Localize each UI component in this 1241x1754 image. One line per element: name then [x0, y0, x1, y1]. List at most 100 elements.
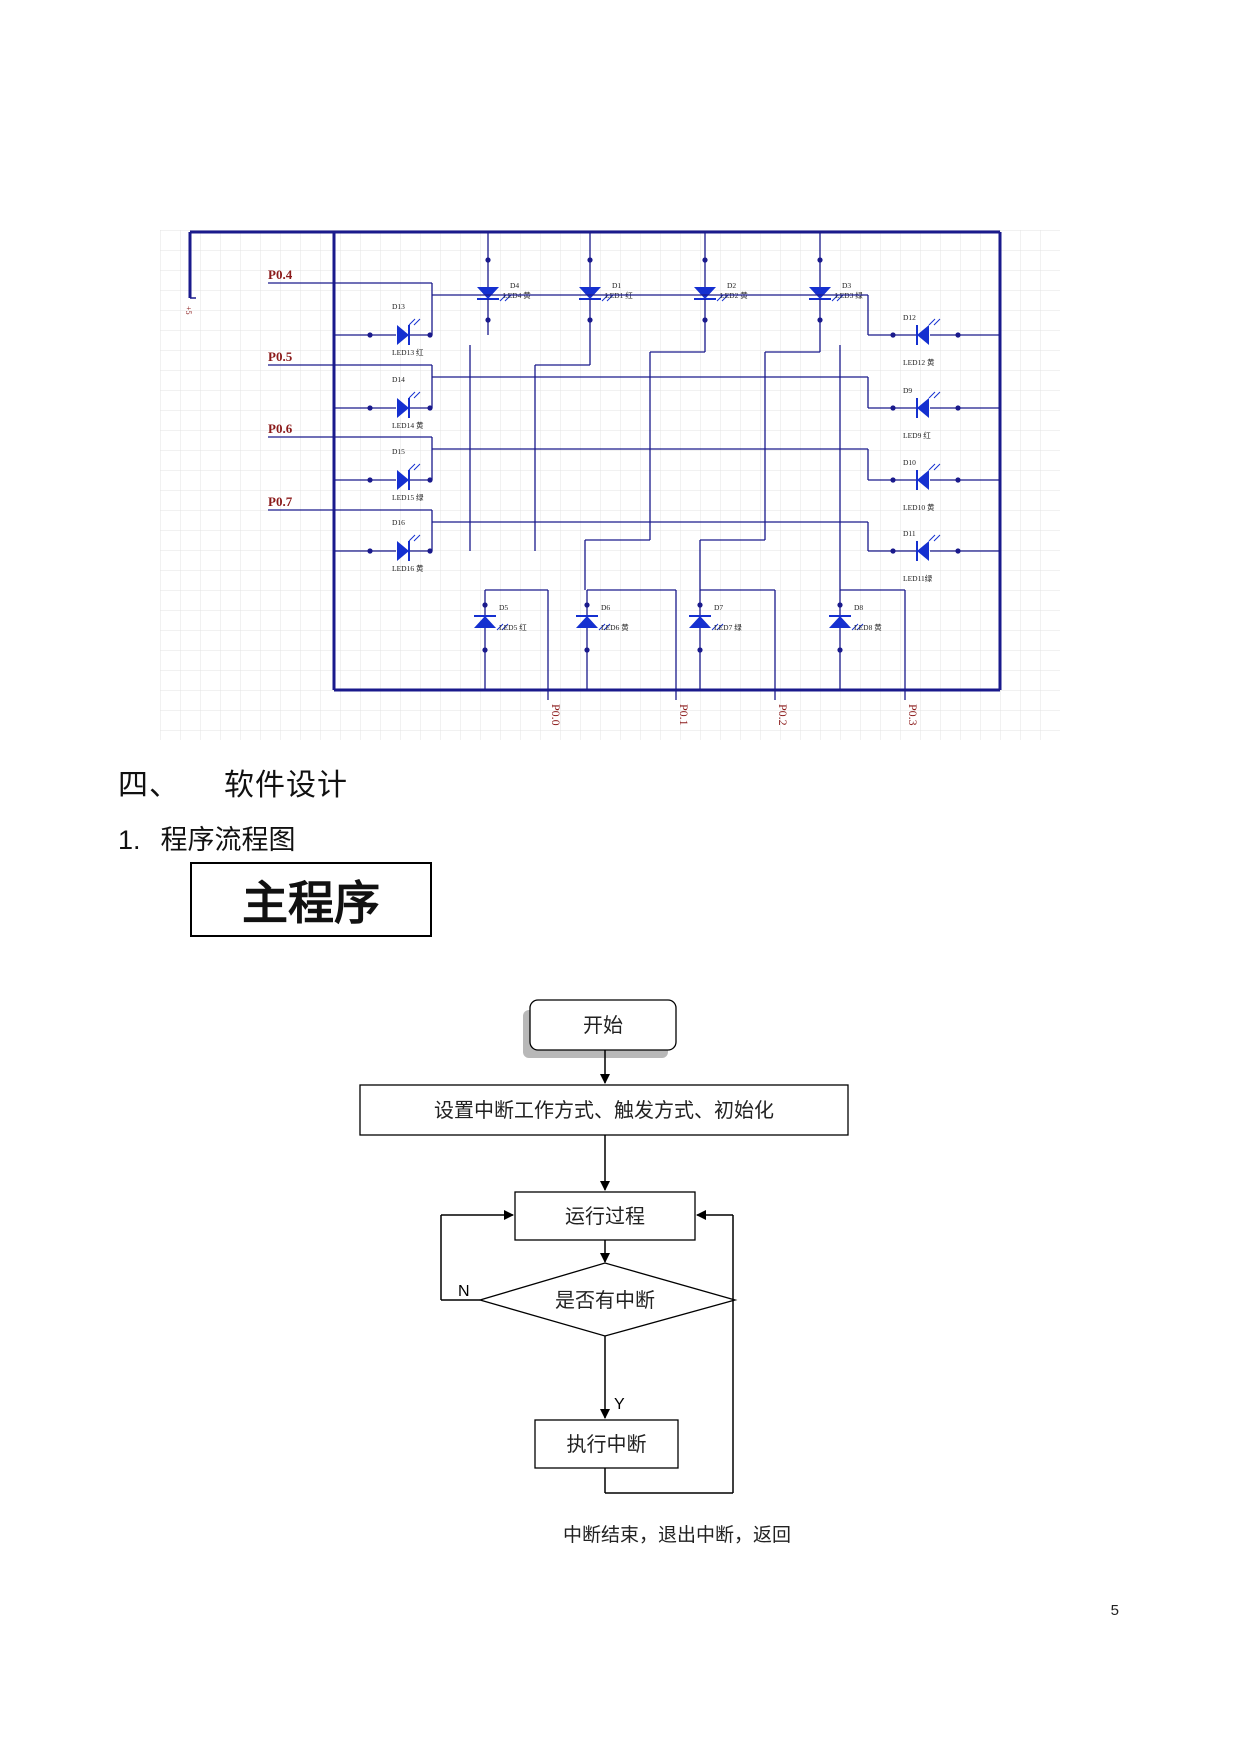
junction-dot: [817, 257, 823, 263]
start-node-text: 开始: [583, 1013, 623, 1037]
junction-dot: [955, 405, 961, 411]
led-ref: D10: [903, 458, 916, 467]
led-label: LED13 红: [392, 347, 424, 357]
subsection-index: 1.: [118, 825, 141, 855]
led-symbol: [689, 615, 724, 631]
junction-dot: [427, 548, 433, 554]
junction-dot: [584, 647, 590, 653]
led-ref: D6: [601, 603, 610, 612]
led-ref: D15: [392, 447, 405, 456]
start-node: [529, 999, 677, 1051]
vcc-label: +5: [184, 306, 193, 315]
led-symbol: [397, 534, 421, 561]
junction-dot: [367, 548, 373, 554]
port-label: P0.2: [776, 704, 790, 726]
port-label: P0.0: [549, 704, 563, 726]
led-ref: D2: [727, 281, 736, 290]
led-ref: D7: [714, 603, 723, 612]
port-label: P0.4: [268, 267, 293, 282]
junction-dot: [955, 548, 961, 554]
led-symbol: [477, 287, 512, 302]
led-ref: D12: [903, 313, 916, 322]
junction-dot: [817, 317, 823, 323]
led-circuit-schematic: +5D4LED4 黄D1LED1 红D2LED2 黄D3LED3 绿D13LED…: [160, 230, 1060, 740]
junction-dot: [697, 602, 703, 608]
led-ref: D13: [392, 302, 405, 311]
led-label: LED14 黄: [392, 420, 424, 430]
led-ref: D9: [903, 386, 912, 395]
no-label: N: [458, 1283, 470, 1300]
led-symbol: [474, 615, 509, 631]
subsection-title: 程序流程图: [160, 825, 296, 856]
section-number: 四、: [118, 768, 180, 803]
junction-dot: [367, 332, 373, 338]
led-label: LED11绿: [903, 574, 933, 583]
page-number: 5: [1110, 1602, 1119, 1619]
port-label: P0.6: [268, 421, 293, 436]
led-label: LED5 红: [499, 622, 527, 632]
led-label: LED8 黄: [854, 622, 882, 632]
junction-dot: [427, 477, 433, 483]
section-heading: 四、 软件设计: [118, 760, 348, 804]
junction-dot: [427, 332, 433, 338]
led-ref: D5: [499, 603, 508, 612]
port-label: P0.7: [268, 494, 293, 509]
junction-dot: [587, 317, 593, 323]
led-ref: D8: [854, 603, 863, 612]
end-note: 中断结束，退出中断，返回: [563, 1524, 791, 1546]
led-symbol: [397, 463, 421, 490]
junction-dot: [890, 332, 896, 338]
led-symbol: [397, 391, 421, 418]
led-symbol: [916, 463, 941, 490]
port-label: P0.1: [677, 704, 691, 726]
led-symbol: [916, 391, 941, 418]
junction-dot: [890, 548, 896, 554]
junction-dot: [697, 647, 703, 653]
junction-dot: [955, 477, 961, 483]
led-ref: D16: [392, 518, 405, 527]
led-symbol: [916, 534, 941, 561]
led-label: LED6 黄: [601, 622, 629, 632]
junction-dot: [837, 647, 843, 653]
led-ref: D14: [392, 375, 405, 384]
junction-dot: [584, 602, 590, 608]
decision-node: [477, 1262, 738, 1337]
decision-node-text: 是否有中断: [555, 1288, 655, 1312]
led-label: LED9 红: [903, 430, 931, 440]
led-label: LED10 黄: [903, 502, 935, 512]
run-node: [514, 1191, 696, 1241]
junction-dot: [485, 317, 491, 323]
junction-dot: [587, 257, 593, 263]
schematic-grid: [160, 230, 1060, 740]
execute-node: [534, 1419, 679, 1469]
led-label: LED12 黄: [903, 357, 935, 367]
run-node-text: 运行过程: [565, 1204, 645, 1228]
led-symbol: [916, 318, 941, 345]
junction-dot: [890, 405, 896, 411]
init-node: [359, 1084, 849, 1136]
junction-dot: [702, 317, 708, 323]
execute-node-text: 执行中断: [567, 1432, 647, 1456]
led-ref: D3: [842, 281, 851, 290]
junction-dot: [955, 332, 961, 338]
main-program-label: 主程序: [242, 875, 380, 930]
led-ref: D11: [903, 529, 916, 538]
port-label: P0.5: [268, 349, 293, 364]
led-symbol: [397, 318, 421, 345]
junction-dot: [367, 477, 373, 483]
section-title: 软件设计: [224, 768, 348, 803]
subsection-heading: 1. 程序流程图: [118, 818, 296, 857]
junction-dot: [837, 602, 843, 608]
led-ref: D4: [510, 281, 519, 290]
junction-dot: [367, 405, 373, 411]
init-node-text: 设置中断工作方式、触发方式、初始化: [434, 1098, 774, 1122]
yes-label: Y: [614, 1396, 625, 1413]
junction-dot: [482, 647, 488, 653]
junction-dot: [890, 477, 896, 483]
led-symbol: [829, 615, 864, 631]
port-label: P0.3: [906, 704, 920, 726]
led-label: LED7 绿: [714, 623, 742, 632]
main-program-box: 主程序: [190, 862, 432, 937]
junction-dot: [427, 405, 433, 411]
